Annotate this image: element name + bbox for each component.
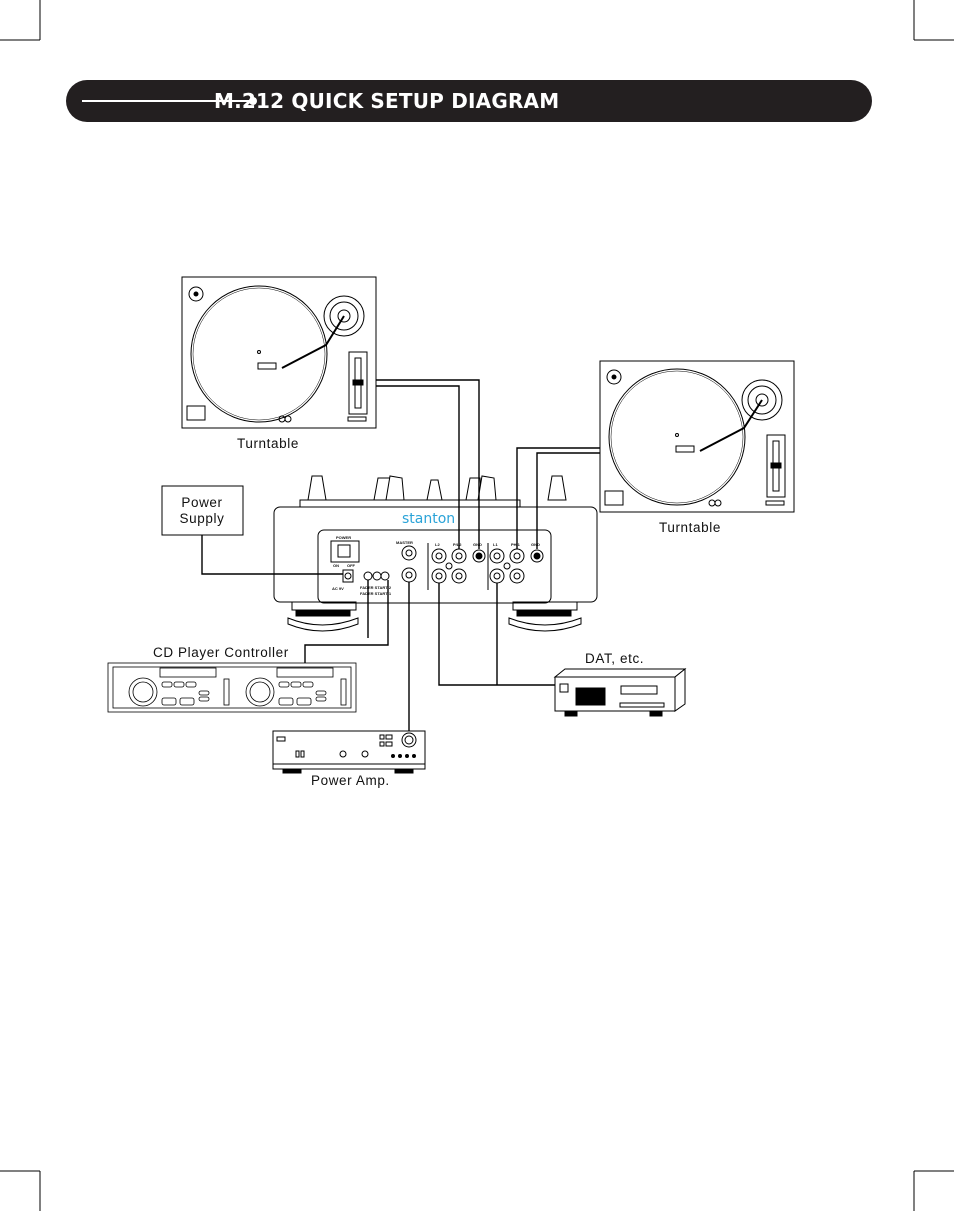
mixer-ph2-label: P/L2 bbox=[453, 542, 462, 547]
banner-dot bbox=[249, 97, 257, 105]
mixer-on-label: ON bbox=[333, 563, 339, 568]
mixer-fader-start-1-label: FADER START 1 bbox=[360, 591, 392, 596]
power-amp-label: Power Amp. bbox=[311, 773, 390, 788]
power-supply-label-line1: Power bbox=[181, 495, 222, 510]
mixer-fader-start-2-label: FADER START 2 bbox=[360, 585, 392, 590]
mixer-l2-label: L2 bbox=[435, 542, 440, 547]
cd-player-controller bbox=[107, 662, 357, 713]
turntable-right bbox=[599, 360, 795, 513]
mixer-brand-logo: stanton bbox=[402, 511, 455, 527]
mixer-gnd-b-label: GND bbox=[531, 542, 540, 547]
mixer-ac-label: AC 9V bbox=[332, 586, 344, 591]
mixer-m212 bbox=[273, 475, 598, 632]
cables bbox=[201, 379, 600, 731]
mixer-gnd-a-label: GND bbox=[473, 542, 482, 547]
dat-label: DAT, etc. bbox=[585, 651, 644, 666]
mixer-master-label: MASTER bbox=[396, 540, 413, 545]
power-supply-box bbox=[161, 485, 244, 536]
turntable-left-label: Turntable bbox=[237, 436, 299, 451]
mixer-ph1-label: PH/1 bbox=[511, 542, 521, 547]
cd-player-label: CD Player Controller bbox=[153, 645, 289, 660]
turntable-left bbox=[181, 276, 377, 429]
power-supply-label-line2: Supply bbox=[180, 511, 225, 526]
turntable-right-label: Turntable bbox=[659, 520, 721, 535]
dat-deck bbox=[553, 667, 687, 717]
mixer-power-label: POWER bbox=[336, 535, 351, 540]
mixer-l1-label: L1 bbox=[493, 542, 498, 547]
page-title: M.212 QUICK SETUP DIAGRAM bbox=[214, 89, 560, 113]
power-amp bbox=[272, 730, 426, 774]
title-banner: M.212 QUICK SETUP DIAGRAM bbox=[66, 80, 872, 122]
mixer-off-label: OFF bbox=[347, 563, 356, 568]
banner-line bbox=[82, 100, 252, 102]
